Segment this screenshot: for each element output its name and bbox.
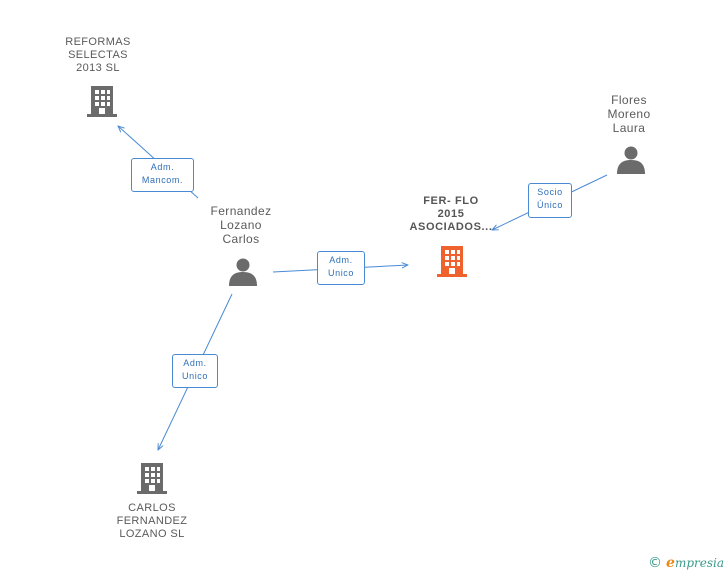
label-line: SELECTAS [68,49,128,61]
node-label-carlos-sl[interactable]: CARLOS FERNANDEZ LOZANO SL [102,502,202,541]
label-line: Fernandez [210,204,272,218]
label-line: CARLOS [128,502,176,514]
edge-label-line: Adm. [150,162,175,172]
label-line: ASOCIADOS... [409,221,493,233]
edge-label-line: Mancom. [141,175,184,185]
person-icon[interactable] [617,146,645,175]
node-label-fernandez[interactable]: Fernandez Lozano Carlos [191,204,291,246]
brand-name: mpresia [674,556,724,570]
brand-initial: e [666,555,675,571]
label-line: 2015 [437,208,465,220]
label-line: FER- FLO [423,195,479,207]
label-line: LOZANO SL [119,528,185,540]
building-icon[interactable] [87,86,117,117]
person-icon[interactable] [229,258,257,287]
edge-label-line: Único [536,200,563,210]
building-icon[interactable] [137,463,167,494]
edge-label-line: Adm. [329,255,353,265]
brand-watermark: ©empresia [648,555,724,571]
label-line: FERNANDEZ [116,515,188,527]
edge-label-adm-unico-carlos[interactable]: Adm. Unico [172,354,218,388]
label-line: REFORMAS [65,36,131,48]
edge-label-line: Unico [181,371,208,381]
edge-label-socio-unico[interactable]: Socio Único [528,183,572,218]
edge-label-adm-mancom[interactable]: Adm. Mancom. [131,158,194,192]
label-line: Carlos [222,232,260,246]
label-line: 2013 SL [76,62,120,74]
label-line: Moreno [607,107,651,121]
edge-label-adm-unico-ferflo[interactable]: Adm. Unico [317,251,365,285]
node-label-ferflo[interactable]: FER- FLO 2015 ASOCIADOS... [396,195,506,234]
edge-label-line: Socio [537,187,563,197]
edge-label-line: Adm. [183,358,207,368]
copyright-icon: © [648,555,663,571]
building-icon[interactable] [437,246,467,277]
label-line: Laura [612,121,646,135]
node-label-flores[interactable]: Flores Moreno Laura [579,93,679,135]
label-line: Flores [611,93,647,107]
edge-label-line: Unico [327,268,354,278]
node-label-reformas[interactable]: REFORMAS SELECTAS 2013 SL [48,36,148,75]
label-line: Lozano [220,218,262,232]
